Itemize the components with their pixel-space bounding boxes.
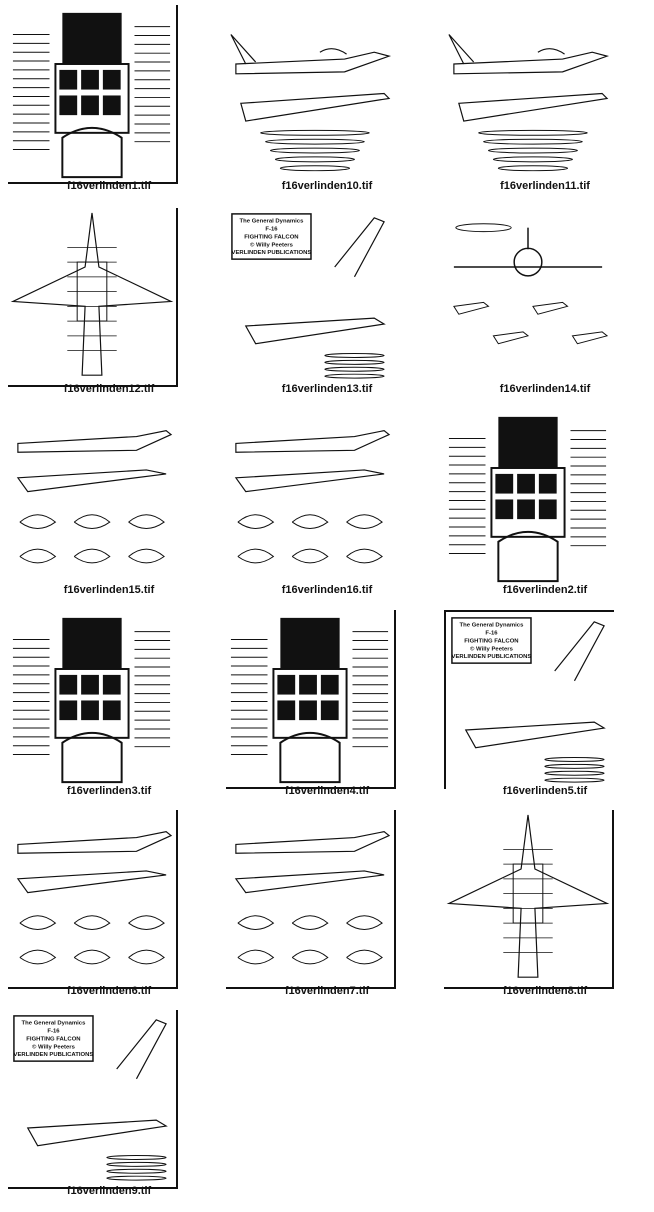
thumbnail-filename[interactable]: f16verlinden9.tif [66, 1185, 152, 1197]
thumbnail-item[interactable]: f16verlinden6.tif [0, 805, 218, 1005]
thumbnail-image[interactable] [8, 810, 178, 989]
title-block-text: The General Dynamics [240, 219, 305, 225]
title-block-text: VERLINDEN PUBLICATIONS [14, 1052, 94, 1058]
thumbnail-image[interactable] [8, 409, 176, 586]
title-block-text: © Willy Peeters [32, 1043, 76, 1050]
thumbnail-filename[interactable]: f16verlinden1.tif [66, 180, 152, 192]
thumbnail-item[interactable]: f16verlinden15.tif [0, 404, 218, 604]
thumbnail-image[interactable] [8, 610, 176, 787]
title-block-text: FIGHTING FALCON [244, 234, 298, 240]
thumbnail-filename[interactable]: f16verlinden6.tif [66, 985, 152, 997]
thumbnail-filename[interactable]: f16verlinden13.tif [281, 383, 373, 395]
thumbnail-item[interactable]: f16verlinden4.tif [218, 605, 436, 805]
thumbnail-filename[interactable]: f16verlinden11.tif [500, 180, 590, 192]
title-block-text: FIGHTING FALCON [464, 638, 518, 644]
thumbnail-image[interactable] [226, 810, 396, 989]
thumbnail-image[interactable] [226, 610, 396, 789]
thumbnail-item[interactable]: f16verlinden7.tif [218, 805, 436, 1005]
thumbnail-image[interactable] [226, 409, 394, 586]
thumbnail-image[interactable] [8, 5, 178, 184]
thumbnail-drawing [10, 212, 174, 376]
thumbnail-image[interactable] [444, 208, 612, 385]
thumbnail-filename[interactable]: f16verlinden8.tif [502, 985, 588, 997]
thumbnail-item[interactable]: f16verlinden8.tif [436, 805, 654, 1005]
title-block-text: FIGHTING FALCON [26, 1036, 80, 1042]
thumbnail-image[interactable] [444, 810, 614, 989]
thumbnail-item[interactable]: f16verlinden3.tif [0, 605, 218, 805]
thumbnail-filename[interactable]: f16verlinden12.tif [63, 383, 155, 395]
thumbnail-drawing [230, 34, 392, 172]
thumbnail-drawing [16, 831, 173, 965]
title-block-text: The General Dynamics [22, 1021, 87, 1027]
thumbnail-item[interactable]: f16verlinden11.tif [436, 0, 654, 200]
thumbnail-filename[interactable]: f16verlinden10.tif [281, 180, 373, 192]
thumbnail-filename[interactable]: f16verlinden16.tif [281, 584, 373, 596]
title-block-text: VERLINDEN PUBLICATIONS [232, 250, 312, 256]
thumbnail-drawing [448, 416, 607, 583]
thumbnail-filename[interactable]: f16verlinden15.tif [63, 584, 155, 596]
thumbnail-filename[interactable]: f16verlinden7.tif [284, 985, 370, 997]
title-block-text: © Willy Peeters [470, 645, 514, 652]
thumbnail-item[interactable]: f16verlinden1.tif [0, 0, 218, 200]
thumbnail-image[interactable] [444, 5, 612, 182]
thumbnail-filename[interactable]: f16verlinden5.tif [502, 785, 588, 797]
thumbnail-image[interactable] [226, 5, 394, 182]
thumbnail-drawing [12, 617, 171, 784]
title-block-text: F-16 [47, 1029, 60, 1035]
title-block-text: The General Dynamics [460, 623, 525, 629]
thumbnail-drawing [16, 430, 173, 564]
thumbnail-filename[interactable]: f16verlinden4.tif [284, 785, 370, 797]
thumbnail-item[interactable]: f16verlinden2.tif [436, 404, 654, 604]
title-block-text: F-16 [265, 227, 278, 233]
thumbnail-drawing [234, 831, 391, 965]
title-block-text: VERLINDEN PUBLICATIONS [452, 654, 532, 660]
thumbnail-filename[interactable]: f16verlinden2.tif [502, 584, 588, 596]
thumbnail-drawing [453, 223, 609, 345]
thumbnail-item[interactable]: f16verlinden12.tif [0, 203, 218, 403]
thumbnail-drawing [234, 430, 391, 564]
thumbnail-filename[interactable]: f16verlinden14.tif [499, 383, 591, 395]
thumbnail-drawing [448, 34, 610, 172]
thumbnail-drawing [446, 814, 610, 978]
thumbnail-drawing [12, 12, 171, 179]
title-block-text: © Willy Peeters [250, 241, 294, 248]
thumbnail-item[interactable]: f16verlinden10.tif [218, 0, 436, 200]
thumbnail-item[interactable]: f16verlinden16.tif [218, 404, 436, 604]
thumbnail-item[interactable]: f16verlinden14.tif [436, 203, 654, 403]
thumbnail-image[interactable] [8, 208, 178, 387]
thumbnail-drawing [230, 617, 389, 784]
thumbnail-image[interactable] [444, 409, 612, 586]
title-block-text: F-16 [485, 631, 498, 637]
thumbnail-filename[interactable]: f16verlinden3.tif [66, 785, 152, 797]
